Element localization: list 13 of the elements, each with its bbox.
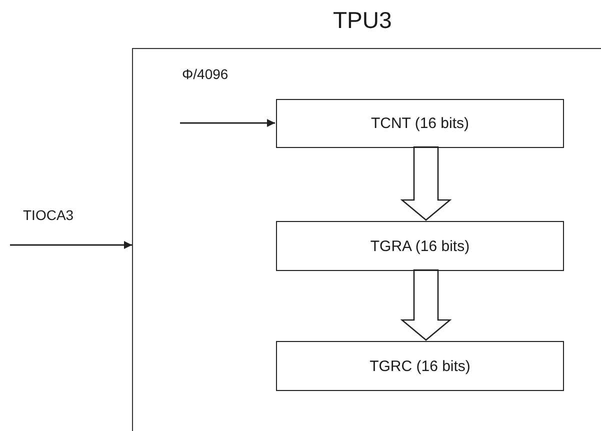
register-box [276, 99, 564, 148]
block-arrow [400, 269, 452, 341]
arrow [180, 119, 275, 127]
register-label: TGRA (16 bits) [370, 238, 470, 254]
signal-label: Φ/4096 [181, 66, 230, 82]
register-box [276, 221, 564, 271]
block-arrow [400, 146, 452, 221]
arrow [10, 241, 132, 249]
signal-label: TIOCA3 [22, 207, 75, 223]
register-label: TCNT (16 bits) [370, 115, 470, 132]
register-label: TGRC (16 bits) [370, 358, 470, 374]
register-box [276, 341, 564, 391]
block-title: TPU3 [333, 7, 392, 34]
